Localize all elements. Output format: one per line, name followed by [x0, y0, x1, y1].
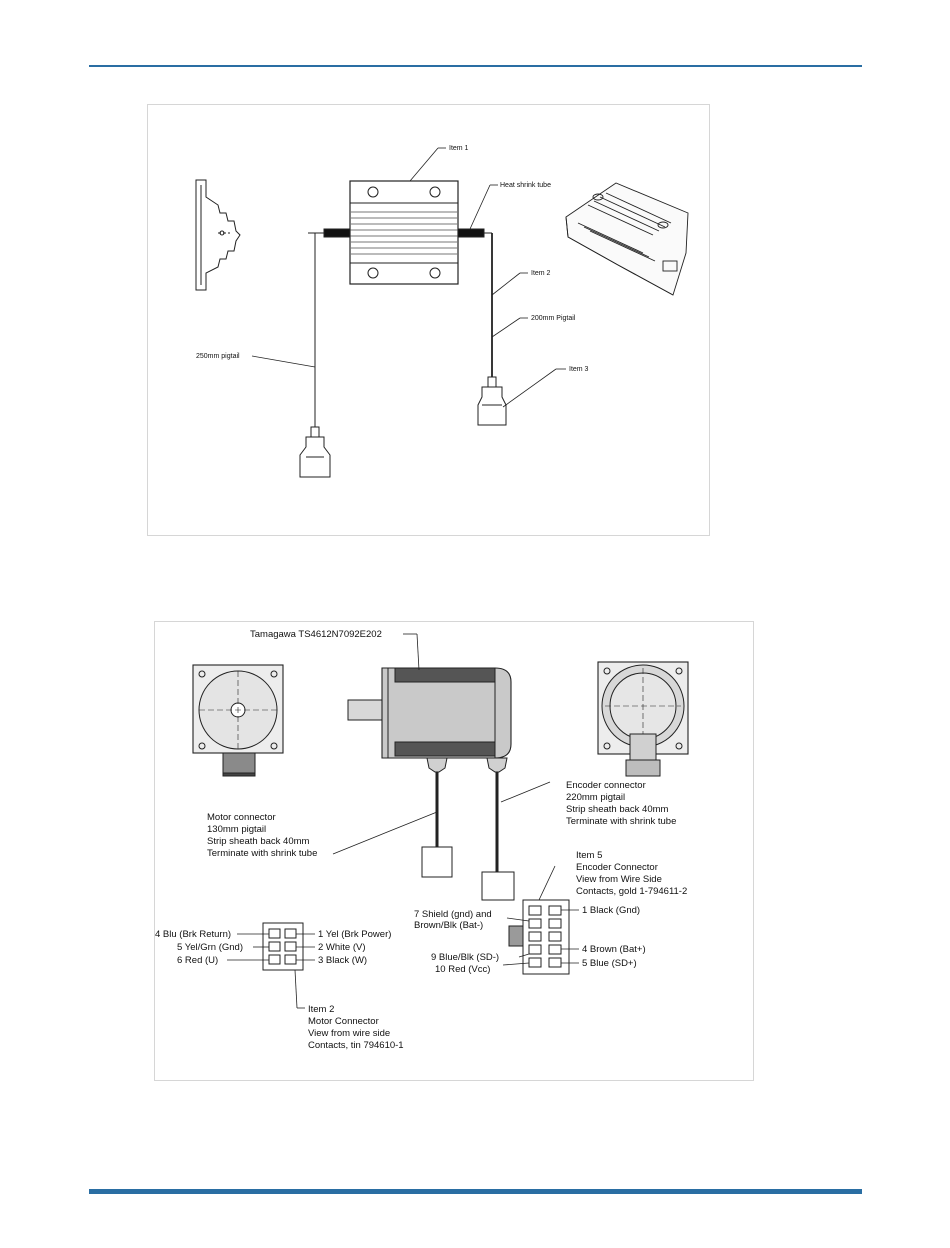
encoder-connector-line4: Terminate with shrink tube: [566, 816, 676, 827]
item5-line3: View from Wire Side: [576, 874, 662, 885]
motor-connector-line4: Terminate with shrink tube: [207, 848, 317, 859]
footer-rule: [89, 1189, 862, 1194]
encoder-connector-line3: Strip sheath back 40mm: [566, 804, 669, 815]
motor-connector-line1: Motor connector: [207, 812, 276, 823]
resistor-assembly-drawing: Item 1 Heat shrink tube Item 2 200mm Pig…: [195, 145, 689, 478]
motor-pin5-label: 5 Yel/Grn (Gnd): [177, 942, 243, 953]
encoder-pin10-label: 10 Red (Vcc): [435, 964, 490, 975]
motor-pin1-label: 1 Yel (Brk Power): [318, 929, 391, 940]
figure2-leaders: [227, 633, 579, 1009]
encoder-connector-line1: Encoder connector: [566, 780, 646, 791]
resistor-assembly-figure: Item 1 Heat shrink tube Item 2 200mm Pig…: [147, 104, 710, 536]
encoder-pin4-label: 4 Brown (Bat+): [582, 944, 646, 955]
label-200mm-pigtail: 200mm Pigtail: [531, 315, 576, 322]
label-250mm-pigtail: 250mm pigtail: [196, 353, 240, 360]
label-item2: Item 2: [531, 270, 551, 277]
bracket-side-view: [195, 179, 241, 291]
label-heat-shrink-tube: Heat shrink tube: [500, 182, 551, 189]
pigtail-200mm: [477, 233, 507, 426]
motor-rear-view: [597, 661, 689, 777]
resistor-top-view: [308, 180, 492, 285]
encoder-pin1-label: 1 Black (Gnd): [582, 905, 640, 916]
pigtail-250mm: [299, 232, 331, 478]
label-item1: Item 1: [449, 145, 469, 152]
figure1-leaders: [251, 147, 566, 408]
label-motor-model: Tamagawa TS4612N7092E202: [250, 629, 382, 640]
motor-pin6-label: 6 Red (U): [177, 955, 218, 966]
item2-line1: Item 2: [308, 1004, 334, 1015]
item2-line2: Motor Connector: [308, 1016, 379, 1027]
motor-side-view: [347, 667, 515, 901]
encoder-connector-line2: 220mm pigtail: [566, 792, 625, 803]
motor-connector-face: [262, 922, 304, 971]
item5-line4: Contacts, gold 1-794611-2: [576, 886, 687, 897]
item2-line4: Contacts, tin 794610-1: [308, 1040, 404, 1051]
header-rule: [89, 65, 862, 67]
motor-wiring-drawing: Tamagawa TS4612N7092E202 Motor connector…: [155, 629, 689, 1051]
item5-line2: Encoder Connector: [576, 862, 658, 873]
encoder-pin7-label-b: Brown/Blk (Bat-): [414, 920, 483, 931]
item2-line3: View from wire side: [308, 1028, 390, 1039]
item5-line1: Item 5: [576, 850, 602, 861]
encoder-pin5-label: 5 Blue (SD+): [582, 958, 637, 969]
motor-front-view: [192, 664, 284, 777]
encoder-pin9-label: 9 Blue/Blk (SD-): [431, 952, 499, 963]
motor-pin2-label: 2 White (V): [318, 942, 366, 953]
motor-wiring-figure: Tamagawa TS4612N7092E202 Motor connector…: [154, 621, 754, 1081]
encoder-connector-face: [508, 899, 570, 975]
label-item3: Item 3: [569, 366, 589, 373]
encoder-pin7-label-a: 7 Shield (gnd) and: [414, 909, 492, 920]
motor-pin4-label: 4 Blu (Brk Return): [155, 929, 231, 940]
resistor-isometric-view: [565, 182, 689, 296]
motor-pin3-label: 3 Black (W): [318, 955, 367, 966]
motor-connector-line2: 130mm pigtail: [207, 824, 266, 835]
motor-connector-line3: Strip sheath back 40mm: [207, 836, 310, 847]
